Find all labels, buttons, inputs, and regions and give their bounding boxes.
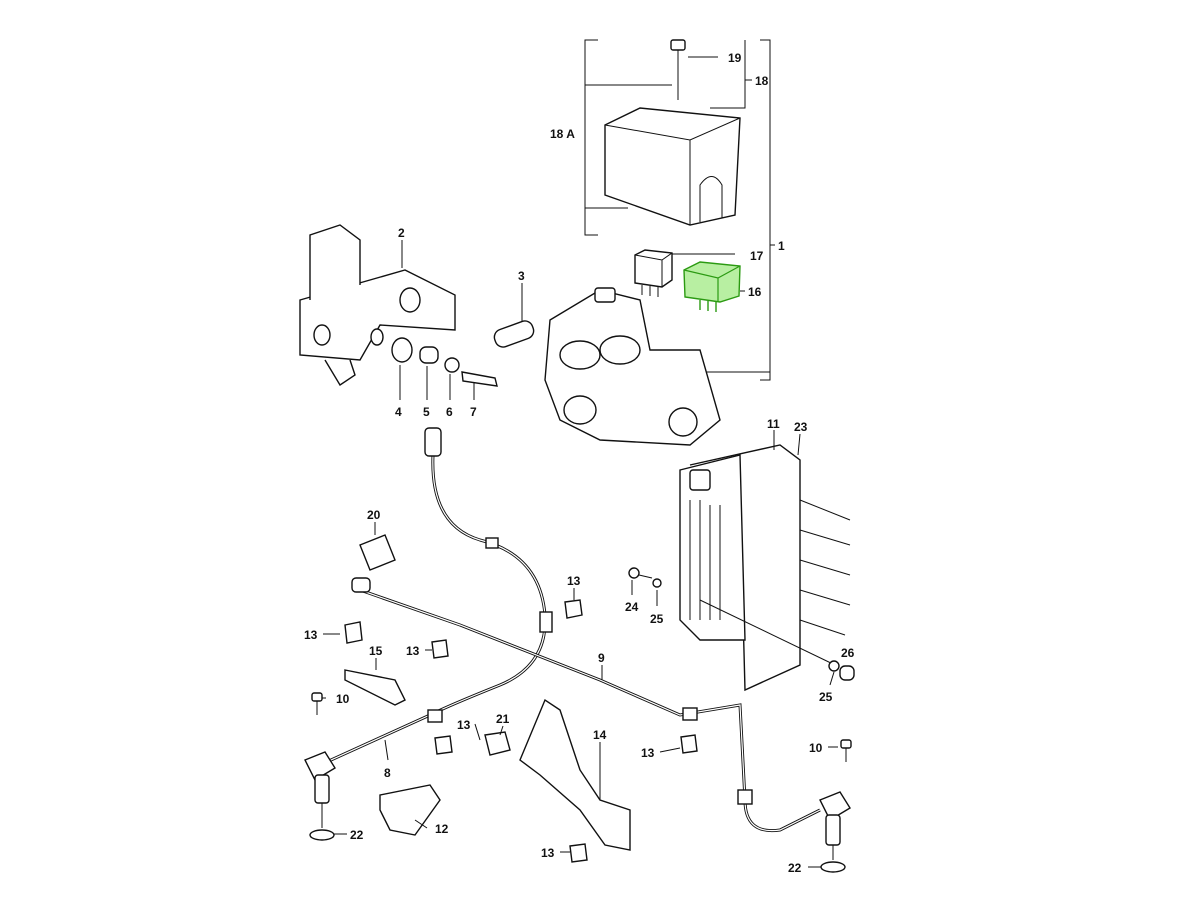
group-bracket-lines [584, 39, 775, 381]
callout-23[interactable]: 23 [794, 420, 808, 434]
callout-15[interactable]: 15 [369, 644, 383, 658]
callout-18[interactable]: 18 [755, 74, 769, 88]
sensor-cables[interactable] [319, 427, 821, 833]
bracket-2[interactable] [299, 224, 456, 386]
callout-10-b[interactable]: 10 [809, 741, 823, 755]
callout-13-c[interactable]: 13 [406, 644, 420, 658]
clips-and-brackets[interactable] [311, 522, 852, 868]
parts-3-to-7[interactable] [391, 283, 536, 400]
callout-8[interactable]: 8 [384, 766, 391, 780]
callout-labels: 19 18 18 A 1 17 16 2 3 4 5 6 7 11 23 20 … [304, 51, 855, 875]
callout-20[interactable]: 20 [367, 508, 381, 522]
callout-19[interactable]: 19 [728, 51, 742, 65]
callout-25-b[interactable]: 25 [819, 690, 833, 704]
callout-18a[interactable]: 18 A [550, 127, 575, 141]
callout-22-a[interactable]: 22 [350, 828, 364, 842]
wheel-sensor-right[interactable] [819, 791, 851, 873]
abs-hydraulic-unit[interactable] [544, 287, 721, 446]
callout-17[interactable]: 17 [750, 249, 764, 263]
callout-22-b[interactable]: 22 [788, 861, 802, 875]
callout-6[interactable]: 6 [446, 405, 453, 419]
callout-11[interactable]: 11 [767, 417, 780, 431]
abs-control-unit[interactable] [679, 430, 851, 692]
callout-16[interactable]: 16 [748, 285, 762, 299]
callout-1[interactable]: 1 [778, 239, 785, 253]
callout-13-f[interactable]: 13 [541, 846, 555, 860]
callout-25-a[interactable]: 25 [650, 612, 664, 626]
callout-9[interactable]: 9 [598, 651, 605, 665]
callout-2[interactable]: 2 [398, 226, 405, 240]
callout-13-e[interactable]: 13 [641, 746, 655, 760]
callout-7[interactable]: 7 [470, 405, 477, 419]
callout-12[interactable]: 12 [435, 822, 449, 836]
callout-13-a[interactable]: 13 [567, 574, 581, 588]
callout-26[interactable]: 26 [841, 646, 855, 660]
callout-3[interactable]: 3 [518, 269, 525, 283]
callout-5[interactable]: 5 [423, 405, 430, 419]
callout-14[interactable]: 14 [593, 728, 607, 742]
callout-4[interactable]: 4 [395, 405, 402, 419]
bolt-19[interactable] [670, 39, 686, 100]
hardware-24-25-26[interactable] [628, 567, 855, 686]
relay-16-highlighted[interactable] [683, 261, 741, 312]
relay-17[interactable] [634, 249, 673, 297]
callout-10-a[interactable]: 10 [336, 692, 350, 706]
callout-13-b[interactable]: 13 [304, 628, 318, 642]
callout-24[interactable]: 24 [625, 600, 639, 614]
cover-18a[interactable] [604, 107, 741, 226]
callout-13-d[interactable]: 13 [457, 718, 471, 732]
callout-21[interactable]: 21 [496, 712, 510, 726]
wheel-sensor-left[interactable] [304, 751, 336, 841]
